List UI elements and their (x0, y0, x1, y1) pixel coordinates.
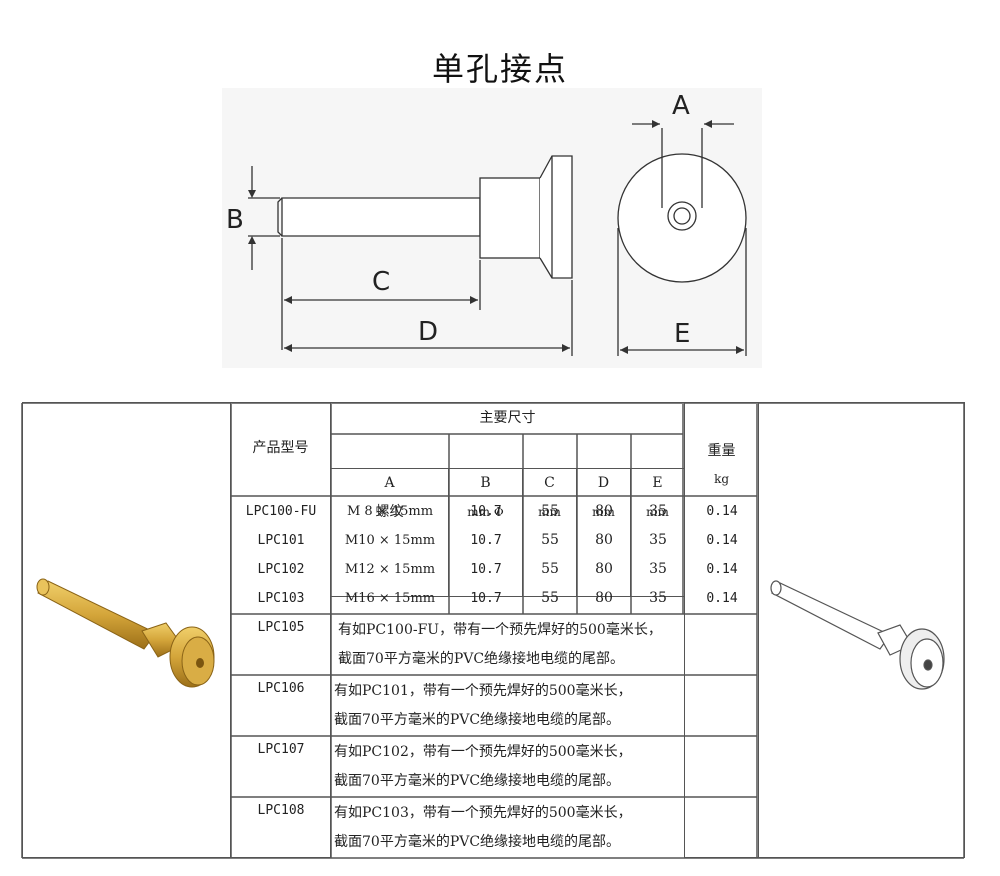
label-e: E (674, 319, 690, 349)
variant-row: LPC108 有如PC103，带有一个预先焊好的500毫米长， 截面70平方毫米… (232, 799, 756, 859)
label-c: C (372, 267, 390, 297)
gold-contact-icon (36, 578, 214, 688)
variant-row: LPC106 有如PC101，带有一个预先焊好的500毫米长， 截面70平方毫米… (232, 677, 756, 737)
weight-label: 重量 (707, 443, 736, 459)
dimension-drawing: B C D A E (222, 88, 762, 368)
page-title: 单孔接点 (431, 50, 568, 88)
variant-model: LPC106 (257, 681, 305, 696)
outline-contact-icon (769, 580, 945, 690)
product-photo-outline (758, 402, 966, 858)
variant-model: LPC105 (257, 620, 305, 635)
header-main-dims: 主要尺寸 (329, 401, 686, 470)
weight-unit: kg (714, 472, 730, 486)
product-photo-gold (22, 402, 231, 858)
variant-desc: 有如PC100-FU，带有一个预先焊好的500毫米长， 截面70平方毫米的PVC… (338, 622, 662, 667)
label-d: D (418, 317, 438, 347)
variant-row: LPC107 有如PC102，带有一个预先焊好的500毫米长， 截面70平方毫米… (232, 738, 756, 798)
header-weight: 重量 kg (684, 402, 760, 858)
header-model: 产品型号 (230, 402, 331, 858)
variant-desc: 有如PC102，带有一个预先焊好的500毫米长， 截面70平方毫米的PVC绝缘接… (334, 744, 632, 789)
label-a: A (672, 91, 690, 121)
variant-desc: 有如PC101，带有一个预先焊好的500毫米长， 截面70平方毫米的PVC绝缘接… (334, 683, 632, 728)
variant-model: LPC108 (257, 803, 305, 818)
label-b: B (226, 205, 244, 235)
variant-desc: 有如PC103，带有一个预先焊好的500毫米长， 截面70平方毫米的PVC绝缘接… (334, 805, 632, 850)
variant-model: LPC107 (257, 742, 305, 757)
variant-row: LPC105 有如PC100-FU，带有一个预先焊好的500毫米长， 截面70平… (232, 616, 756, 676)
